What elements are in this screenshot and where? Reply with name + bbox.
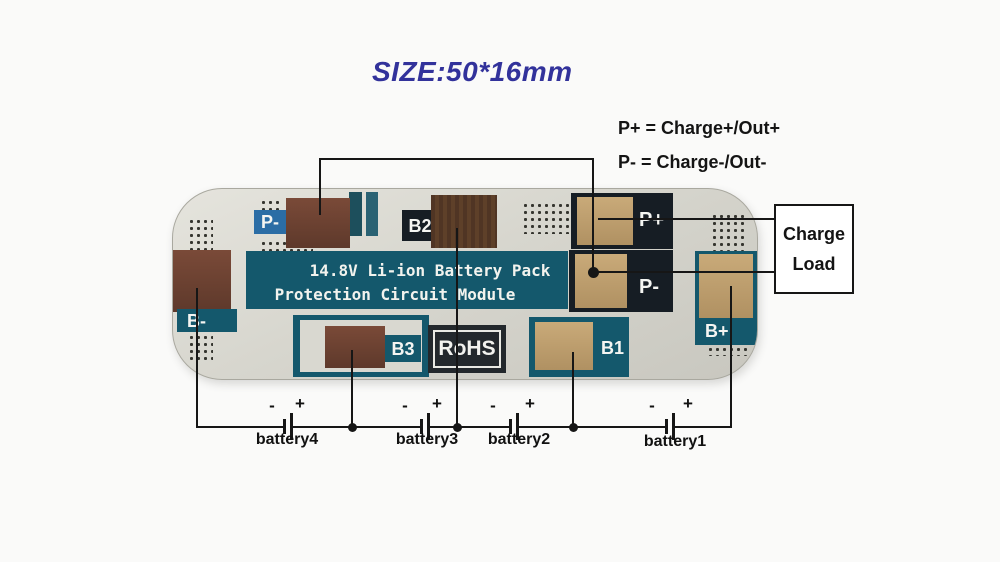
wire-pminus-down-vertical (592, 158, 594, 274)
board-silk-line2: Protection Circuit Module (274, 285, 516, 304)
wire-b1-drop (572, 352, 574, 428)
wire-pminus-top-horizontal (319, 158, 594, 160)
charge-label: Charge (782, 224, 845, 244)
rail-segment-4 (430, 426, 457, 428)
junction-dot-b3 (348, 423, 357, 432)
via-grid-top-left (186, 216, 213, 252)
battery2-pos-plate (516, 413, 519, 440)
wire-b2-drop (456, 228, 458, 428)
junction-dot-b1 (569, 423, 578, 432)
solder-pad-b-plus (699, 254, 753, 318)
solder-pad-b1 (535, 322, 593, 370)
via-grid-bottom-right (705, 344, 748, 356)
board-silk-line1: 14.8V Li-ion Battery Pack (309, 261, 551, 280)
rohs-badge-text: RoHS (433, 330, 501, 368)
wire-bplus-drop (730, 286, 732, 428)
battery1-neg-plate (665, 419, 668, 434)
rail-segment-6 (519, 426, 573, 428)
wire-bminus-drop (196, 288, 198, 428)
solder-pad-p-minus-mid (575, 254, 627, 308)
via-grid-top-right (709, 211, 748, 251)
battery4-neg-plate (283, 419, 286, 434)
battery4-minus-sign: - (269, 396, 275, 415)
battery3-minus-sign: - (402, 396, 408, 415)
pad-label-p-minus-top: P- (261, 212, 279, 232)
rail-segment-1 (196, 426, 284, 428)
pad-chip-b3: B3 (385, 335, 421, 362)
battery2-neg-plate (509, 419, 512, 434)
rail-segment-7 (574, 426, 665, 428)
battery1-label: battery1 (643, 433, 707, 450)
legend-p-plus: P+ = Charge+/Out+ (618, 118, 781, 138)
battery1-minus-sign: - (649, 396, 655, 415)
via-grid-bottom-left (186, 332, 213, 362)
pcb-board-photo: 14.8V Li-ion Battery Pack Protection Cir… (172, 188, 758, 380)
rail-segment-8 (675, 426, 732, 428)
charge-load-box: Charge Load (774, 204, 854, 294)
via-grid-top-center (520, 200, 573, 234)
battery2-label: battery2 (487, 431, 551, 448)
component-strip-2 (366, 192, 378, 236)
pad-label-b1: B1 (601, 338, 625, 358)
legend-p-minus: P- = Charge-/Out- (618, 152, 767, 172)
pad-chip-b-minus: B- (177, 309, 237, 332)
size-title: SIZE:50*16mm (372, 56, 573, 87)
battery2-plus-sign: + (525, 394, 535, 413)
solder-pad-p-plus (577, 197, 633, 245)
solder-mask-band (246, 251, 568, 309)
rail-segment-5 (458, 426, 509, 428)
junction-dot-b2 (453, 423, 462, 432)
pad-label-p-minus-mid: P- (639, 276, 659, 298)
battery1-plus-sign: + (683, 394, 693, 413)
battery3-neg-plate (420, 419, 423, 434)
battery1-pos-plate (672, 413, 675, 440)
battery3-pos-plate (427, 413, 430, 440)
battery3-plus-sign: + (432, 394, 442, 413)
rail-segment-2 (293, 426, 353, 428)
wire-pminus-to-box (593, 271, 776, 273)
wire-pminus-top-vertical (319, 158, 321, 215)
solder-pad-p-minus-top (286, 198, 350, 248)
battery3-label: battery3 (395, 431, 459, 448)
solder-pad-b2 (431, 195, 497, 248)
via-grid-above-pminus (258, 197, 283, 210)
rohs-badge: RoHS (428, 325, 506, 373)
load-label: Load (792, 254, 836, 274)
component-strip-1 (349, 192, 362, 236)
battery4-label: battery4 (255, 431, 319, 448)
solder-pad-b-minus (173, 250, 231, 312)
battery4-pos-plate (290, 413, 293, 440)
pad-label-b3: B3 (391, 338, 415, 359)
pad-label-b-plus: B+ (705, 321, 729, 341)
battery4-plus-sign: + (295, 394, 305, 413)
battery2-minus-sign: - (490, 396, 496, 415)
pad-label-p-plus: P+ (639, 209, 665, 231)
pad-label-b2: B2 (408, 215, 432, 236)
wire-b3-drop (351, 350, 353, 428)
solder-pad-b3 (325, 326, 385, 368)
wire-pplus-to-box (598, 218, 776, 220)
rail-segment-3 (353, 426, 420, 428)
